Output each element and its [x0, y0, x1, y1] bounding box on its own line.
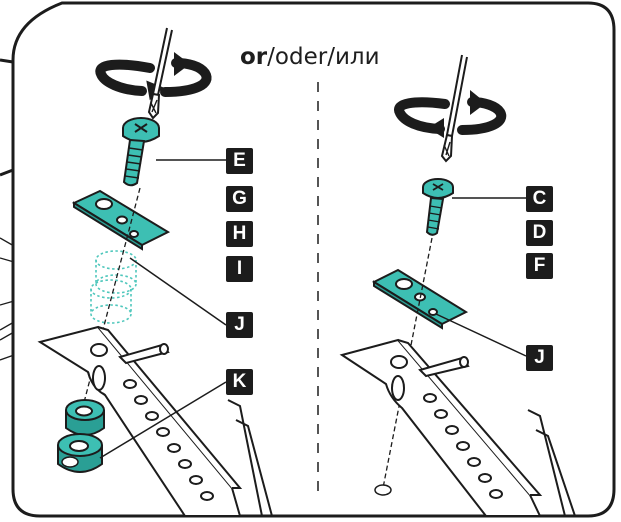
screwdriver-icon: [149, 28, 172, 118]
mounting-plate: [74, 191, 168, 249]
part-label-k: K: [226, 369, 253, 395]
callout-connector: [0, 60, 13, 175]
screw-short: [423, 179, 453, 235]
alternative-heading: or/oder/или: [240, 44, 380, 70]
part-label-c: C: [526, 186, 553, 212]
part-label-h: H: [226, 221, 253, 247]
mounting-plate: [374, 270, 466, 328]
or-english: or: [240, 44, 267, 70]
separator: /: [267, 44, 275, 70]
part-label-i: I: [226, 256, 253, 282]
part-label-g: G: [226, 186, 253, 212]
optional-spacers: [91, 251, 136, 323]
separator: /: [327, 44, 335, 70]
floor-hole: [62, 457, 78, 467]
leader-lines-right: [436, 198, 526, 356]
screw-long: [123, 118, 159, 185]
part-label-j: J: [226, 312, 253, 338]
floor-hole: [375, 485, 391, 495]
or-german: oder: [275, 44, 327, 70]
part-label-d: D: [526, 220, 553, 246]
part-label-f: F: [526, 253, 553, 279]
or-russian: или: [335, 44, 380, 70]
part-label-e: E: [226, 148, 253, 174]
part-label-j: J: [526, 345, 553, 371]
